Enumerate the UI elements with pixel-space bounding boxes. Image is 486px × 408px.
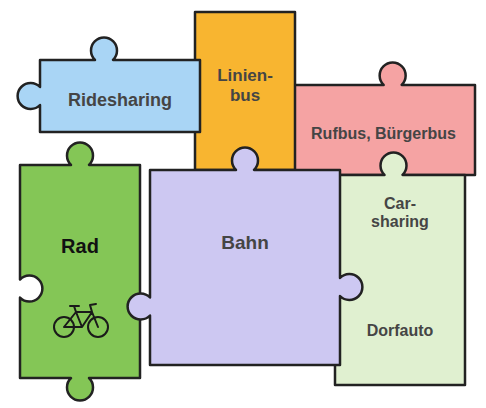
piece-label: Linien- bus [205,66,285,105]
piece-label: Rad [61,235,99,258]
puzzle-piece: Rad [20,165,140,378]
piece-label: Rufbus, Bürgerbus [311,125,456,143]
piece-label: Dorfauto [367,322,434,340]
puzzle-piece: Ridesharing [40,60,200,132]
piece-label: Ridesharing [68,90,172,111]
piece-label: Car- sharing [360,195,440,232]
puzzle-piece: Bahn [150,170,340,365]
piece-label: Bahn [221,232,269,254]
puzzle-piece: Car- sharingDorfauto [335,175,465,385]
puzzle-outline [120,140,370,395]
puzzle-piece: Linien- bus [195,12,295,170]
puzzle-outline [0,135,170,408]
puzzle-piece: Rufbus, Bürgerbus [292,85,475,175]
